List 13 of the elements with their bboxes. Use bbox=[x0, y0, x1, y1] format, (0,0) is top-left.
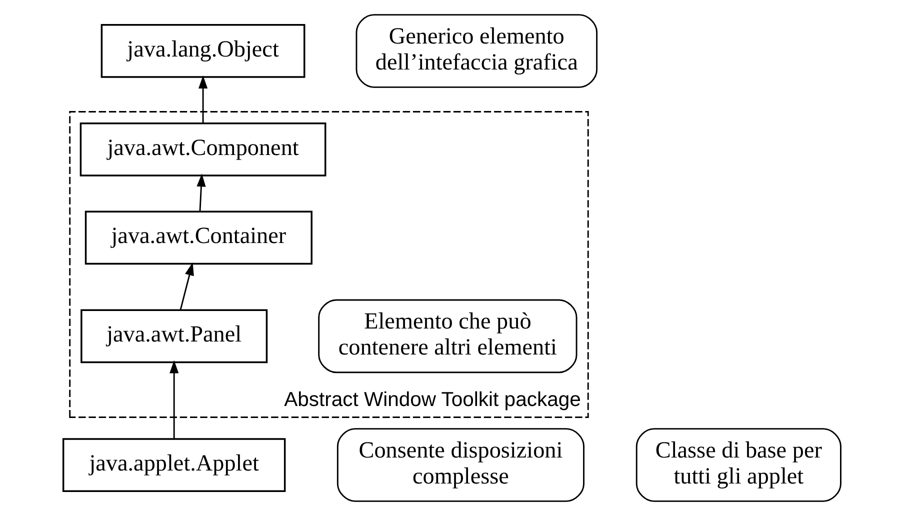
node-box: java.awt.Panel bbox=[80, 308, 268, 363]
arrow bbox=[196, 173, 206, 212]
arrow bbox=[180, 262, 194, 310]
node-box: java.awt.Component bbox=[80, 122, 326, 176]
node-box: Consente disposizioni complesse bbox=[336, 428, 584, 502]
arrow bbox=[170, 360, 179, 438]
arrow bbox=[198, 75, 208, 122]
node-box: java.lang.Object bbox=[100, 24, 306, 78]
node-box: java.awt.Container bbox=[84, 210, 312, 264]
node-box: java.applet.Applet bbox=[62, 438, 286, 492]
node-box: Classe di base per tutti gli applet bbox=[636, 428, 842, 502]
node-box: Generico elemento dell’intefaccia grafica bbox=[356, 14, 598, 88]
node-box: Elemento che può contenere altri elementi bbox=[318, 298, 578, 373]
